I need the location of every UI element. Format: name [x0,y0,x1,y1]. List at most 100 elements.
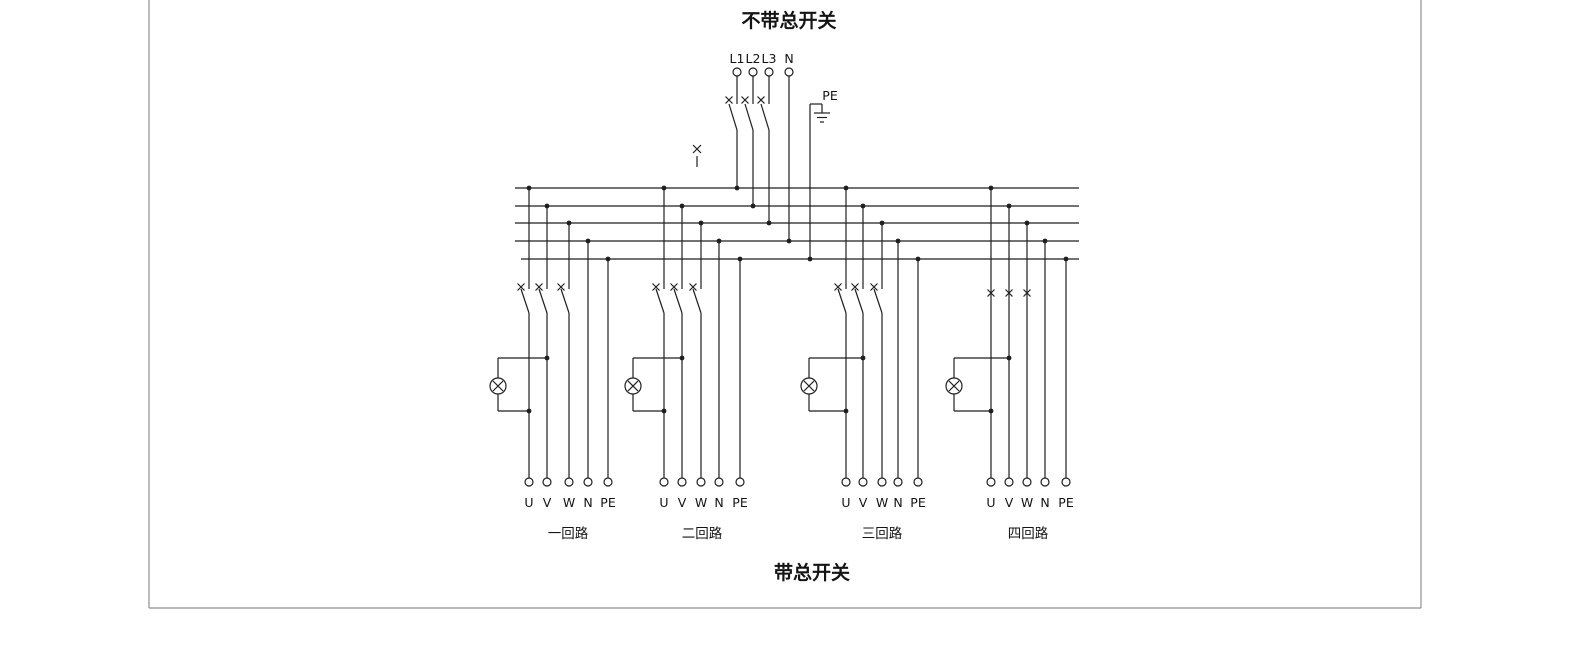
circuit-3-terminal-labels: U V W N PE [841,495,925,510]
junction-dot [750,203,756,209]
circuit-3-junctions [843,185,921,414]
junction-dot [716,238,722,244]
terminal-label-pe: PE [1058,495,1074,510]
circuit-1-name: 一回路 [548,526,589,542]
circuit-1: U V W N PE 一回路 [489,185,616,542]
terminal-label-v: V [543,495,552,510]
junction-dot [585,238,591,244]
open-terminal-circle [603,477,613,487]
junction-dot [566,220,572,226]
indicator-lamp-icon [489,357,547,412]
indicator-lamp-icon [624,357,682,412]
junction-dot [860,355,866,361]
junction-dot [807,256,813,262]
circuit-1-junctions [526,185,611,414]
breaker-blade [744,103,754,131]
phase-label-l3: L3 [762,51,777,66]
terminal-label-u: U [841,495,850,510]
open-terminal-circle [1004,477,1014,487]
junction-dot [915,256,921,262]
breaker-contact-icon [987,289,995,297]
circuit-1-terminal-labels: U V W N PE [524,495,615,510]
open-terminal-circle [784,67,794,77]
breaker-blade [655,288,665,314]
terminal-label-v: V [678,495,687,510]
terminal-label-n: N [583,495,592,510]
breaker-blade [728,103,738,131]
circuit-2-output-terminals [659,477,745,487]
circuit-1-output-terminals [524,477,613,487]
junction-dot [843,408,849,414]
terminal-label-v: V [1005,495,1014,510]
open-terminal-circle [893,477,903,487]
terminal-label-n: N [714,495,723,510]
terminal-label-w: W [563,495,575,510]
terminal-label-u: U [659,495,668,510]
breaker-contact-icon [870,283,878,291]
open-terminal-circle [877,477,887,487]
breaker-contact-icon [725,96,733,104]
circuit-4-wires [987,188,1067,478]
junction-dot [544,203,550,209]
circuit-2-junctions [661,185,743,414]
open-terminal-circle [659,477,669,487]
switch-operator-icon [692,144,702,154]
lamp-cross [627,380,639,392]
open-terminal-circle [858,477,868,487]
breaker-blade [760,103,770,131]
indicator-lamp-icon [945,357,1009,412]
breaker-blade [520,288,530,314]
junction-dot [526,408,532,414]
circuit-3-name: 三回路 [862,526,903,542]
incoming-supply: L1 L2 L3 N PE [692,51,838,262]
open-terminal-circle [841,477,851,487]
open-terminal-circle [524,477,534,487]
junction-dot [605,256,611,262]
incoming-junctions [734,185,813,262]
breaker-contact-icon [652,283,660,291]
junction-dot [1042,238,1048,244]
breaker-contact-icon [557,283,565,291]
phase-label-l2: L2 [746,51,761,66]
open-terminal-circle [732,67,742,77]
terminal-label-pe: PE [600,495,616,510]
open-terminal-circle [714,477,724,487]
diagram-frame [148,0,1422,609]
pe-earth: PE [809,88,838,259]
circuit-2-terminal-labels: U V W N PE [659,495,747,510]
junction-dot [661,408,667,414]
terminal-label-n: N [1040,495,1049,510]
junction-dot [544,355,550,361]
lamp-cross [803,380,815,392]
open-terminal-circle [542,477,552,487]
circuit-4-terminal-labels: U V W N PE [986,495,1073,510]
breaker-blade [692,288,702,314]
phase-label-n: N [784,51,793,66]
breaker-contact-icon [1005,289,1013,297]
circuit-2-name: 二回路 [682,526,723,542]
breaker-blade [560,288,570,314]
terminal-label-w: W [876,495,888,510]
open-terminal-circle [748,67,758,77]
circuit-3-wires [834,188,919,478]
open-terminal-circle [986,477,996,487]
breaker-contact-icon [517,283,525,291]
junction-dot [1024,220,1030,226]
breaker-contact-icon [757,96,765,104]
phase-label-l1: L1 [730,51,745,66]
terminal-label-n: N [893,495,902,510]
terminal-label-u: U [986,495,995,510]
breaker-contact-icon [834,283,842,291]
terminal-label-u: U [524,495,533,510]
breaker-blade [854,288,864,314]
terminal-label-pe: PE [732,495,748,510]
breaker-contact-icon [535,283,543,291]
junction-dot [895,238,901,244]
junction-dot [737,256,743,262]
circuit-4: U V W N PE 四回路 [945,185,1074,542]
open-terminal-circle [1040,477,1050,487]
terminal-label-v: V [859,495,868,510]
indicator-lamp-icon [800,357,863,412]
junction-dot [526,185,532,191]
